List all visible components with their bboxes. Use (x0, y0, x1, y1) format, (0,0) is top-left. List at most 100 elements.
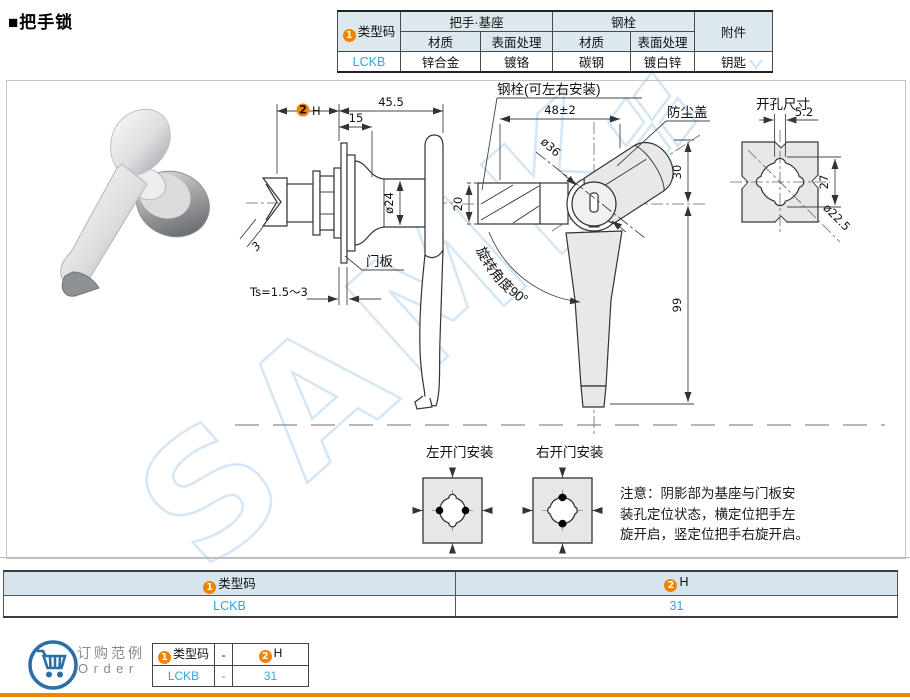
handle-lever (60, 108, 171, 297)
bolt-label: 钢栓(可左右安装) (497, 82, 601, 97)
side-view-dimensions (239, 104, 444, 305)
dim-27: 27 (817, 175, 831, 190)
order-dash: - (214, 643, 233, 666)
shaded-lobe (435, 506, 444, 515)
handle-grip-front (565, 230, 623, 387)
cutout-view-dimensions (759, 114, 841, 208)
install-left-diagram (412, 467, 493, 554)
spec-sur2-value: 镀白锌 (630, 51, 696, 73)
spec-row-lckb: LCKB 锌合金 镀铬 碳钢 镀白锌 钥匙 (337, 51, 774, 73)
circled-1-icon: 1 (157, 651, 171, 664)
spec-col-accessory: 附件 (694, 10, 774, 52)
washer (312, 170, 321, 236)
page-title: ■把手锁 (8, 13, 74, 32)
side-view-drawing (246, 134, 458, 410)
installation-note: 注意：阴影部为基座与门板安 装孔定位状态，横定位把手左 旋开启，竖定位把手右旋开… (620, 484, 860, 546)
spec-col-surface-2: 表面处理 (630, 31, 696, 52)
svg-text:2: 2 (299, 103, 307, 117)
spec-sur1-value: 镀铬 (479, 51, 554, 73)
spec-mat2-value: 碳钢 (552, 51, 632, 73)
selection-row: LCKB 31 (3, 595, 898, 618)
rotation-arc (488, 231, 581, 305)
product-photo (60, 108, 210, 297)
drawing-area-frame (6, 80, 906, 559)
install-right-label: 右开门安装 (536, 445, 604, 460)
circled-1-icon: 1 (203, 581, 217, 594)
dim-d36: ø36 (538, 135, 563, 160)
handle-flange (424, 134, 444, 264)
note-line-3: 旋开启，竖定位把手右旋开启。 (620, 527, 809, 542)
separator-rule (0, 557, 910, 558)
spec-mat1-value: 锌合金 (400, 51, 481, 73)
order-example-row: LCKB - 31 (152, 665, 309, 687)
svg-text:旋转角度90°: 旋转角度90° (473, 244, 530, 307)
door-panel-plate (340, 142, 348, 264)
washer-2 (333, 167, 342, 239)
shaded-lobe (558, 519, 567, 528)
dim-15: 15 (349, 111, 364, 125)
hex-nut (319, 175, 335, 231)
order-dash-value: - (214, 665, 233, 687)
dust-cover-label: 防尘盖 (667, 105, 708, 120)
note-line-2: 装孔定位状态，横定位把手左 (620, 506, 796, 522)
dim-20: 20 (451, 197, 465, 212)
order-code-value: LCKB (152, 665, 215, 687)
cutout-title: 开孔尺寸 (756, 97, 810, 112)
front-view-dimensions (464, 97, 710, 405)
steel-bolt (477, 182, 569, 225)
circled-1-icon: 1 (342, 29, 356, 42)
dim-H: H (312, 104, 321, 118)
shaded-lobe (558, 493, 567, 502)
circled-2-icon (296, 103, 310, 117)
front-view-drawing (462, 122, 706, 434)
bottom-accent-bar (0, 693, 910, 697)
spec-col-surface-1: 表面处理 (479, 31, 554, 52)
technical-drawings: 2 H 45.5 15 ø24 3 门板 Ts=1.5～3 (235, 82, 885, 554)
spec-group-handle-base: 把手·基座 (399, 10, 554, 32)
rotation-angle-label: 旋转角度90° (473, 244, 530, 307)
base-plate (346, 154, 356, 252)
order-example-label-en: Order (78, 661, 139, 676)
dim-30: 30 (670, 165, 684, 180)
dim-45-5: 45.5 (378, 95, 404, 109)
dim-d24: ø24 (382, 192, 396, 214)
spec-col-material-2: 材质 (552, 31, 632, 52)
circled-2-icon: 2 (258, 650, 272, 663)
spec-col-material-1: 材质 (400, 31, 481, 52)
keyhole (589, 192, 599, 213)
side-view-labels: 2 H 45.5 15 ø24 3 门板 Ts=1.5～3 (249, 95, 404, 299)
cutout-view-drawing (730, 130, 841, 243)
install-right-diagram (522, 467, 603, 554)
handle-grip-side (419, 249, 444, 407)
dim-5-2: 5.2 (795, 105, 813, 119)
dim-3: 3 (249, 239, 264, 254)
grip-tip (414, 395, 433, 410)
dim-99: 99 (670, 298, 684, 313)
dim-48: 48±2 (544, 103, 576, 117)
selection-h-value: 31 (455, 595, 898, 618)
spec-group-bolt: 钢栓 (552, 10, 696, 32)
order-example-label-zh: 订购范例 (77, 645, 145, 661)
note-line-1: 注意：阴影部为基座与门板安 (620, 486, 796, 501)
panel-thickness-label: Ts=1.5～3 (249, 285, 308, 299)
shaded-lobe (461, 506, 470, 515)
order-h-value: 31 (232, 665, 309, 687)
install-diagrams: 左开门安装 右开门安装 (412, 445, 604, 554)
selection-code-link[interactable]: LCKB (3, 595, 456, 618)
door-panel-label: 门板 (366, 254, 393, 269)
install-left-label: 左开门安装 (426, 445, 494, 460)
circled-2-icon: 2 (664, 579, 678, 592)
spec-acc-value: 钥匙 (694, 51, 774, 73)
cart-icon (28, 640, 78, 690)
bolt-shaft (286, 183, 314, 223)
spec-code-link[interactable]: LCKB (337, 51, 401, 73)
